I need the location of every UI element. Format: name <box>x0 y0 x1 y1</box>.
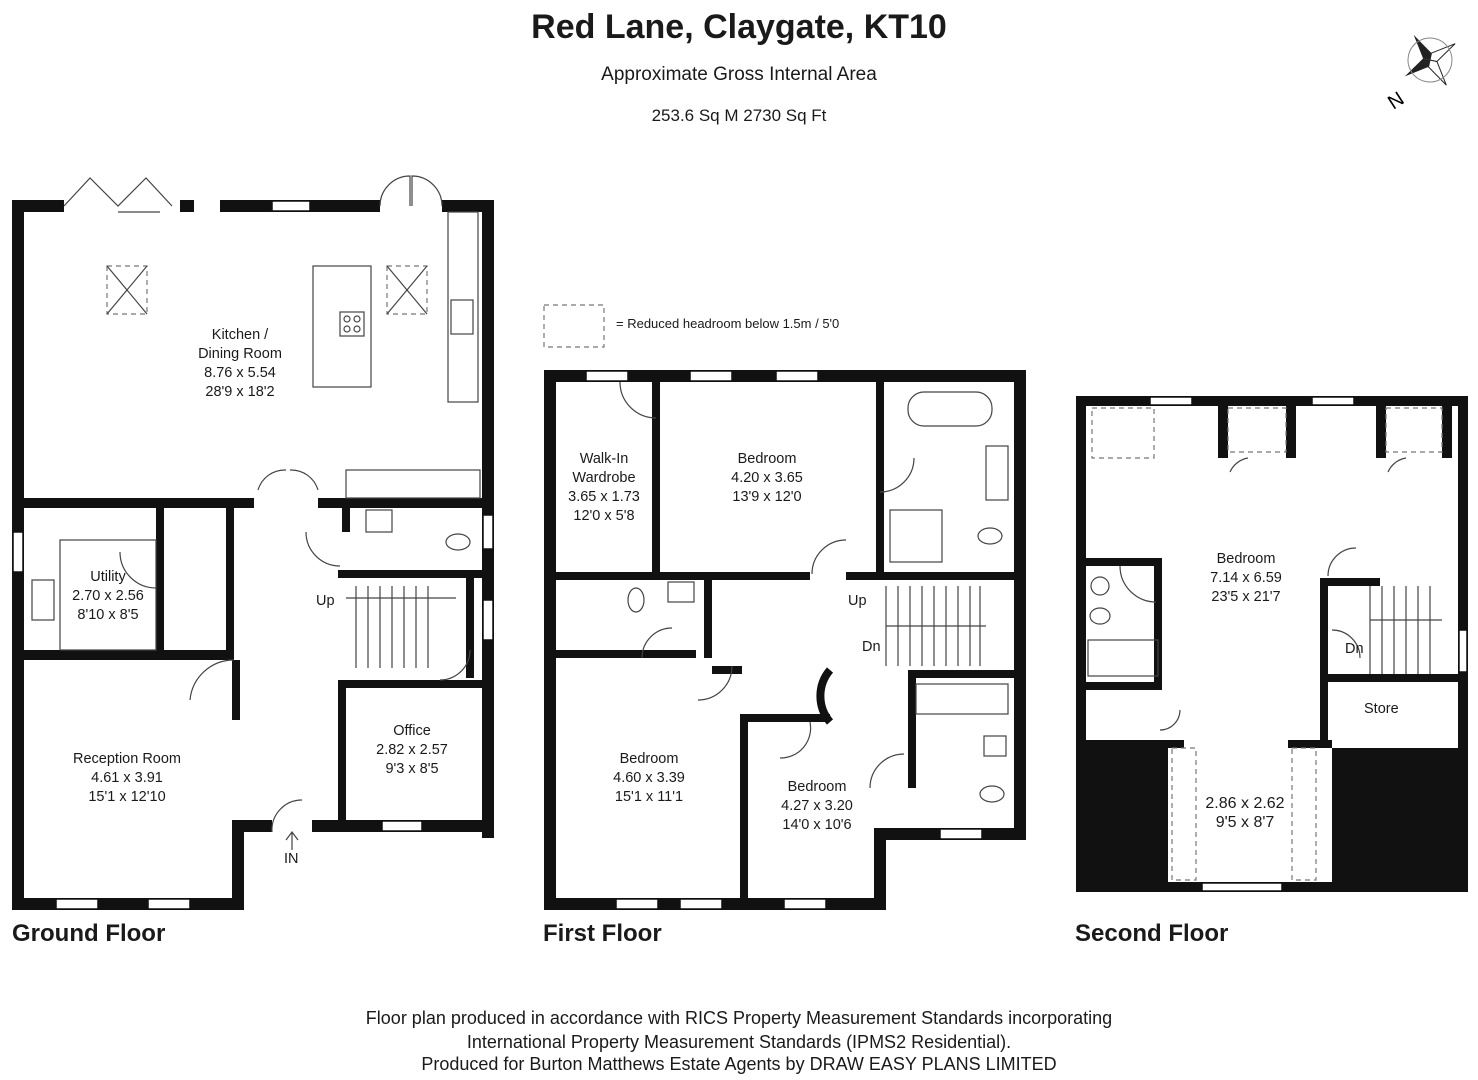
first-floor-label: First Floor <box>543 920 662 947</box>
first-stairs-down-label: Dn <box>862 639 881 655</box>
kitchen-name-line1: Kitchen / <box>211 327 269 343</box>
entrance-label: IN <box>284 851 299 867</box>
reception-room-label: Reception Room 4.61 x 3.91 15'1 x 12'10 <box>52 750 202 807</box>
utility-metric: 2.70 x 2.56 <box>72 588 144 604</box>
bedroom2-name: Bedroom <box>619 751 679 767</box>
bedroom3-metric: 4.27 x 3.20 <box>781 798 853 814</box>
footer-line-2: International Property Measurement Stand… <box>466 1032 1012 1052</box>
bedroom1-metric: 4.20 x 3.65 <box>731 470 803 486</box>
utility-imperial: 8'10 x 8'5 <box>77 607 139 623</box>
bedroom2-metric: 4.60 x 3.39 <box>613 770 685 786</box>
second-bedroom-metric: 7.14 x 6.59 <box>1210 570 1282 586</box>
page-subtitle: Approximate Gross Internal Area <box>601 64 877 85</box>
bedroom3-imperial: 14'0 x 10'6 <box>782 817 852 833</box>
second-floor-label: Second Floor <box>1075 920 1229 947</box>
bedroom2-imperial: 15'1 x 11'1 <box>614 789 684 805</box>
first-bedroom-1-label: Bedroom 4.20 x 3.65 13'9 x 12'0 <box>712 450 822 507</box>
bedroom3-name: Bedroom <box>787 779 847 795</box>
landing-metric: 2.86 x 2.62 <box>1205 795 1285 812</box>
second-bedroom-name: Bedroom <box>1216 551 1276 567</box>
footer-line-1: Floor plan produced in accordance with R… <box>365 1008 1113 1028</box>
kitchen-metric: 8.76 x 5.54 <box>204 365 276 381</box>
second-floor-plan <box>1076 396 1468 892</box>
store-label: Store <box>1364 701 1399 717</box>
ground-floor-plan <box>12 175 494 910</box>
walk-in-wardrobe-label: Walk-In Wardrobe 3.65 x 1.73 12'0 x 5'8 <box>556 450 652 526</box>
entrance-arrow-icon <box>285 831 299 850</box>
bedroom1-imperial: 13'9 x 12'0 <box>732 489 802 505</box>
kitchen-name-line2: Dining Room <box>198 346 282 362</box>
kitchen-dining-label: Kitchen / Dining Room 8.76 x 5.54 28'9 x… <box>170 326 310 402</box>
wardrobe-metric: 3.65 x 1.73 <box>568 489 640 505</box>
compass-north-label: N <box>1384 88 1408 112</box>
reception-imperial: 15'1 x 12'10 <box>88 789 166 805</box>
office-metric: 2.82 x 2.57 <box>376 742 448 758</box>
ground-floor-label: Ground Floor <box>12 920 166 947</box>
wardrobe-imperial: 12'0 x 5'8 <box>573 508 635 524</box>
second-stairs-down-label: Dn <box>1345 641 1364 657</box>
office-name: Office <box>393 723 431 739</box>
first-bedroom-3-label: Bedroom 4.27 x 3.20 14'0 x 10'6 <box>762 778 872 835</box>
reception-name: Reception Room <box>73 751 181 767</box>
kitchen-imperial: 28'9 x 18'2 <box>205 384 275 400</box>
reception-metric: 4.61 x 3.91 <box>91 770 163 786</box>
compass-rose-icon: N <box>1384 34 1456 112</box>
second-landing-label: 2.86 x 2.62 9'5 x 8'7 <box>1182 794 1308 832</box>
landing-imperial: 9'5 x 8'7 <box>1215 814 1275 831</box>
second-bedroom-imperial: 23'5 x 21'7 <box>1211 589 1281 605</box>
office-imperial: 9'3 x 8'5 <box>385 761 439 777</box>
first-bedroom-2-label: Bedroom 4.60 x 3.39 15'1 x 11'1 <box>594 750 704 807</box>
gross-area: 253.6 Sq M 2730 Sq Ft <box>651 106 827 125</box>
utility-name: Utility <box>90 569 126 585</box>
footer-line-3: Produced for Burton Matthews Estate Agen… <box>421 1054 1057 1074</box>
first-stairs-up-label: Up <box>848 593 867 609</box>
page-title: Red Lane, Claygate, KT10 <box>531 8 947 46</box>
ground-stairs-up-label: Up <box>316 593 335 609</box>
utility-label: Utility 2.70 x 2.56 8'10 x 8'5 <box>58 568 158 625</box>
first-floor-plan <box>544 370 1026 910</box>
bedroom1-name: Bedroom <box>737 451 797 467</box>
office-label: Office 2.82 x 2.57 9'3 x 8'5 <box>362 722 462 779</box>
legend-text: = Reduced headroom below 1.5m / 5'0 <box>616 316 840 331</box>
second-bedroom-label: Bedroom 7.14 x 6.59 23'5 x 21'7 <box>1186 550 1306 607</box>
wardrobe-name-line1: Walk-In <box>579 451 629 467</box>
wardrobe-name-line2: Wardrobe <box>572 470 636 486</box>
reduced-headroom-legend-swatch <box>543 304 605 348</box>
